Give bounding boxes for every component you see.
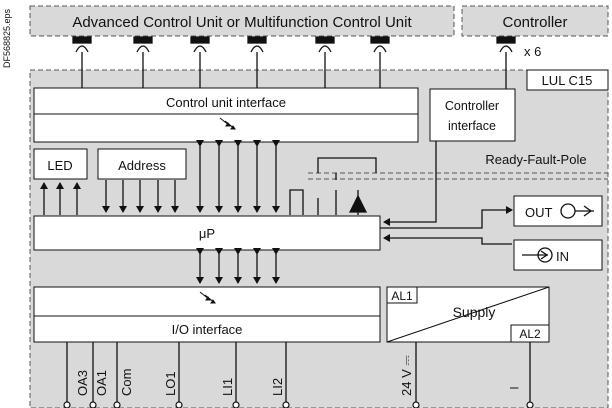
terminal-wires (66, 342, 531, 403)
io-bus-arrows (196, 248, 280, 284)
controller-connector (496, 36, 516, 70)
ready-fault-pole-label: Ready-Fault-Pole (485, 152, 586, 167)
out-signal-line (380, 206, 513, 229)
terminal-nodes (63, 401, 534, 408)
led-block (33, 148, 88, 180)
al1-label: AL1 (391, 289, 413, 303)
al2-label: AL2 (519, 327, 541, 341)
bus-connector (370, 36, 390, 88)
out-label: OUT (525, 205, 553, 220)
supply-diagonal (386, 286, 550, 343)
bus-connector (247, 36, 267, 88)
controller-interface-block (429, 88, 516, 142)
module-name: LUL C15 (542, 73, 593, 88)
address-label: Address (118, 158, 166, 173)
in-label: IN (556, 249, 569, 264)
controller-bus-label: Controller (502, 14, 567, 31)
output-symbol-icon (560, 203, 594, 219)
relay-switch (289, 157, 377, 215)
terminal-label: LO1 (163, 371, 178, 396)
bus-connector (315, 36, 335, 88)
module-name-box (526, 69, 609, 91)
led-signal-arrows (40, 182, 81, 215)
microprocessor-label: μP (199, 226, 215, 241)
control-unit-interface-block (33, 87, 419, 143)
document-reference-label: DF568825.eps (2, 8, 12, 68)
input-symbol-icon (522, 247, 553, 263)
terminal-label-24v: 24 V ⎓ (399, 355, 414, 396)
data-bus-arrows (196, 140, 280, 213)
supply-label: Supply (453, 304, 496, 320)
terminal-label: LI1 (220, 378, 235, 396)
terminal-label: LI2 (270, 378, 285, 396)
terminal-label: OA1 (94, 370, 109, 396)
terminal-label: Com (119, 369, 134, 396)
optocoupler-icon (219, 117, 236, 130)
control-unit-interface-label: Control unit interface (166, 95, 286, 110)
controller-interface-label-1: Controller (445, 99, 499, 113)
led-label: LED (47, 158, 72, 173)
terminal-label: OA3 (75, 370, 90, 396)
control-unit-bus-box (29, 5, 455, 37)
address-signal-arrows (102, 180, 179, 213)
control-unit-bus-label: Advanced Control Unit or Multifunction C… (72, 14, 412, 31)
terminal-label-minus: – (510, 379, 519, 396)
bus-connectors (72, 36, 516, 88)
in-signal-line (383, 234, 512, 245)
microprocessor-block (33, 215, 381, 251)
bus-connector (72, 36, 92, 88)
connector-multiplier: x 6 (524, 44, 541, 59)
bus-connector (133, 36, 153, 88)
controller-to-up-link (383, 141, 437, 226)
controller-bus-box (461, 5, 609, 37)
io-interface-label: I/O interface (172, 322, 243, 337)
al1-box (386, 286, 418, 304)
bus-connector (190, 36, 210, 88)
controller-interface-label-2: interface (448, 119, 496, 133)
address-block (97, 148, 187, 180)
optocoupler-icon (199, 291, 216, 304)
